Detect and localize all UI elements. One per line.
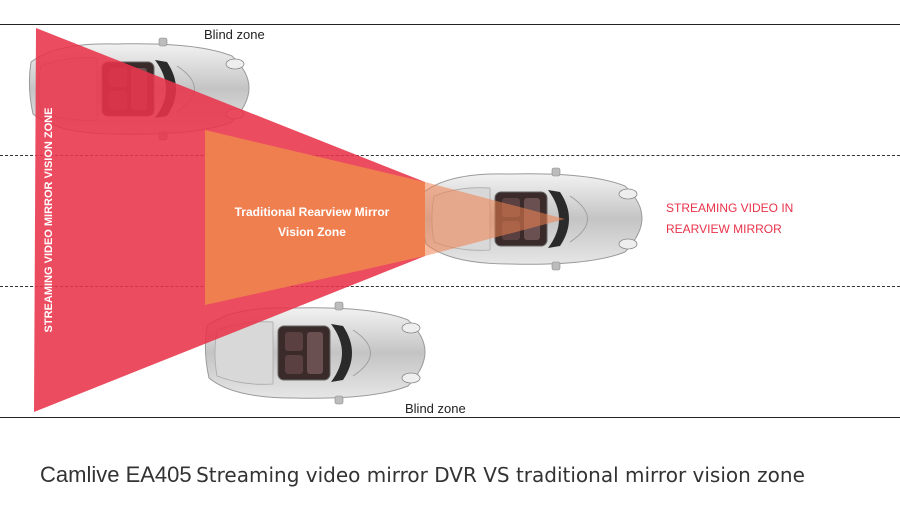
caption-brand: Camlive EA405 [40,462,192,487]
streaming-side-line1: STREAMING VIDEO IN [666,201,794,215]
mirror-beam [425,182,565,256]
traditional-zone-line2: Vision Zone [278,225,346,239]
traditional-vision-zone [205,130,425,305]
streaming-side-line2: REARVIEW MIRROR [666,222,782,236]
blind-zone-label-top: Blind zone [204,27,265,42]
streaming-zone-label-text: STREAMING VIDEO MIRROR VISION ZONE [43,107,55,333]
lane-divider-bottom [0,286,900,287]
traditional-zone-label: Traditional Rearview Mirror Vision Zone [222,202,402,242]
caption-text: Streaming video mirror DVR VS traditiona… [196,463,805,487]
streaming-side-label: STREAMING VIDEO IN REARVIEW MIRROR [666,198,793,240]
traditional-zone-line1: Traditional Rearview Mirror [234,205,390,219]
road-edge-bottom [0,417,900,418]
lane-divider-top [0,155,900,156]
caption: Camlive EA405 Streaming video mirror DVR… [40,462,805,488]
blind-zone-label-bottom: Blind zone [405,401,466,416]
road-edge-top [0,24,900,25]
